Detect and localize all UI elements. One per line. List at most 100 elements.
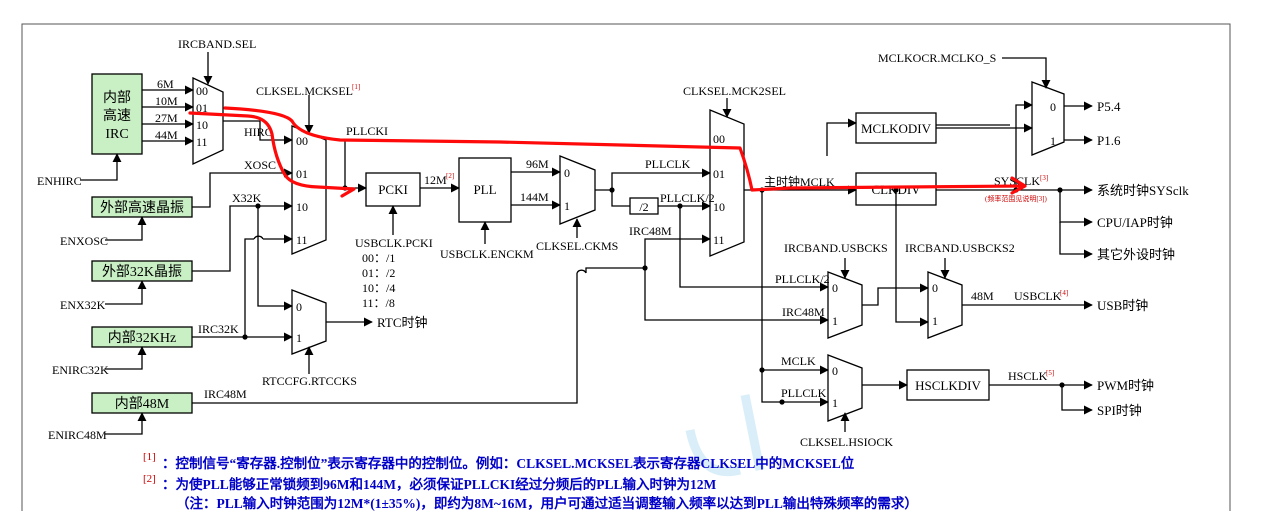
freq-144m-label: 144M [520, 190, 549, 204]
freq-10m: 10M [155, 94, 178, 108]
out-other: 其它外设时钟 [1097, 247, 1175, 262]
pll-block [458, 157, 512, 223]
mcksel-in-11: 11 [296, 233, 308, 247]
out-cpu: CPU/IAP时钟 [1097, 215, 1173, 230]
ircband-sel-label: IRCBAND.SEL [178, 37, 256, 51]
out-usb: USB时钟 [1097, 298, 1148, 313]
mclkodiv-block-label: MCLKODIV [861, 121, 932, 136]
irc48m-signal-2: IRC48M [629, 224, 672, 238]
pllclk-signal: PLLCLK [645, 157, 691, 171]
enx32k-label: ENX32K [60, 298, 106, 312]
usbcks2-mux [927, 271, 963, 339]
mcksel-in-01: 01 [296, 167, 308, 181]
freq-96m-label: 96M [526, 157, 549, 171]
mcksel-in-00: 00 [296, 134, 308, 148]
enirc48m-label: ENIRC48M [48, 428, 107, 442]
enirc32k-label: ENIRC32K [52, 363, 109, 377]
x32k-label: 外部32K晶振 [102, 264, 182, 280]
mck2sel-in-10: 10 [713, 200, 725, 214]
mck2sel-in-01: 01 [713, 167, 725, 181]
note3-text: （注：PLL输入时钟范围为12M*(1±35%)，即约为8M~16M，用户可通过… [176, 495, 918, 511]
usbcks2-label: IRCBAND.USBCKS2 [905, 241, 1015, 255]
freq-27m: 27M [155, 111, 178, 125]
usbcks-in-0: 0 [832, 281, 838, 295]
usbcks2-in-1: 1 [932, 314, 938, 328]
pcki-opt-11: 11：/8 [362, 296, 395, 310]
mclkodiv-block [855, 112, 937, 144]
freq-44m: 44M [155, 128, 178, 142]
hirc-signal: HIRC [244, 125, 273, 139]
out-rtc: RTC时钟 [377, 315, 428, 330]
mck2sel-label: CLKSEL.MCK2SEL [683, 84, 786, 98]
hsiock-label: CLKSEL.HSIOCK [800, 435, 893, 449]
out-p16: P1.6 [1097, 133, 1121, 148]
usbcks-label: IRCBAND.USBCKS [784, 241, 888, 255]
freq-6m: 6M [157, 77, 174, 91]
note2-ref: [2] [143, 473, 156, 485]
ckms-in-0: 0 [564, 166, 570, 180]
mclko-in-0: 0 [1050, 100, 1056, 114]
pcki-ctrl-label: USBCLK.PCKI [355, 236, 433, 250]
ckms-label: CLKSEL.CKMS [536, 239, 618, 253]
irc-label-line3: IRC [105, 127, 128, 142]
out-spi: SPI时钟 [1097, 403, 1142, 418]
out-sysclk: 系统时钟SYSclk [1097, 183, 1189, 198]
internal-irc-block [91, 73, 143, 155]
x32k-signal: X32K [232, 191, 262, 205]
enckm-label: USBCLK.ENCKM [440, 247, 534, 261]
pllclk2-usb-label: PLLCLK/2 [775, 272, 830, 286]
rtccks-in-1: 1 [296, 331, 302, 345]
ircband-in-10: 10 [196, 118, 208, 132]
hsiock-in-0: 0 [832, 364, 838, 378]
rtccks-in-0: 0 [296, 300, 302, 314]
div2-block-label: /2 [639, 200, 648, 214]
irc-label-line1: 内部 [103, 90, 131, 106]
mclk-hs-label: MCLK [781, 354, 816, 368]
pcki-opt-01: 01：/2 [362, 266, 395, 280]
ircband-in-01: 01 [196, 101, 208, 115]
hsclk-signal: HSCLK [1008, 369, 1048, 383]
rtccks-label: RTCCFG.RTCCKS [262, 374, 357, 388]
irc48m-usb-label: IRC48M [782, 305, 825, 319]
mcksel-ref: [1] [352, 83, 360, 91]
mcksel-in-10: 10 [296, 200, 308, 214]
hsiock-in-1: 1 [832, 396, 838, 410]
note1-text: ：控制信号“寄存器.控制位”表示寄存器中的控制位。例如：CLKSEL.MCKSE… [162, 455, 855, 471]
mclkocr-label: MCLKOCR.MCLKO_S [878, 51, 996, 65]
note1-ref: [1] [143, 451, 156, 463]
mck2sel-in-00: 00 [713, 132, 725, 146]
pcki-opt-00: 00：/1 [362, 251, 395, 265]
diagram-frame [21, 23, 1231, 511]
usbcks2-in-0: 0 [932, 281, 938, 295]
irc-label-line2: 高速 [103, 107, 131, 124]
hsclkdiv-block-label: HSCLKDIV [915, 378, 981, 393]
mclko-mux [1031, 81, 1065, 156]
ircband-in-11: 11 [196, 135, 208, 149]
ref-2-sup: [2] [446, 172, 454, 180]
irc48m-signal: IRC48M [204, 387, 247, 401]
note2-text: ：为使PLL能够正常锁频到96M和144M，必须保证PLLCKI经过分频后的PL… [162, 476, 717, 492]
pllcki-signal: PLLCKI [346, 124, 388, 138]
usbcks-in-1: 1 [832, 314, 838, 328]
ref-3-sup: [3] [1040, 174, 1048, 182]
mck2sel-in-11: 11 [713, 233, 725, 247]
enhirc-label: ENHIRC [37, 174, 82, 188]
out-pwm: PWM时钟 [1097, 378, 1154, 393]
usbclk-signal: USBCLK [1014, 289, 1062, 303]
pcki-opt-10: 10：/4 [362, 281, 395, 295]
enxosc-label: ENXOSC [60, 234, 108, 248]
irc32k-signal: IRC32K [198, 322, 239, 336]
freq-12m-label: 12M [424, 173, 447, 187]
mcksel-label: CLKSEL.MCKSEL [256, 84, 353, 98]
ckms-in-1: 1 [564, 199, 570, 213]
pll-block-label: PLL [473, 182, 496, 197]
ircband-mux [192, 76, 224, 166]
xosc-label: 外部高速晶振 [100, 199, 184, 216]
sysclk-note: (频率范围见说明[3]) [985, 194, 1047, 203]
pcki-block-label: PCKI [378, 182, 408, 197]
out-p54: P5.4 [1097, 99, 1121, 114]
freq-48m-label: 48M [971, 289, 994, 303]
mclko-in-1: 1 [1050, 134, 1056, 148]
